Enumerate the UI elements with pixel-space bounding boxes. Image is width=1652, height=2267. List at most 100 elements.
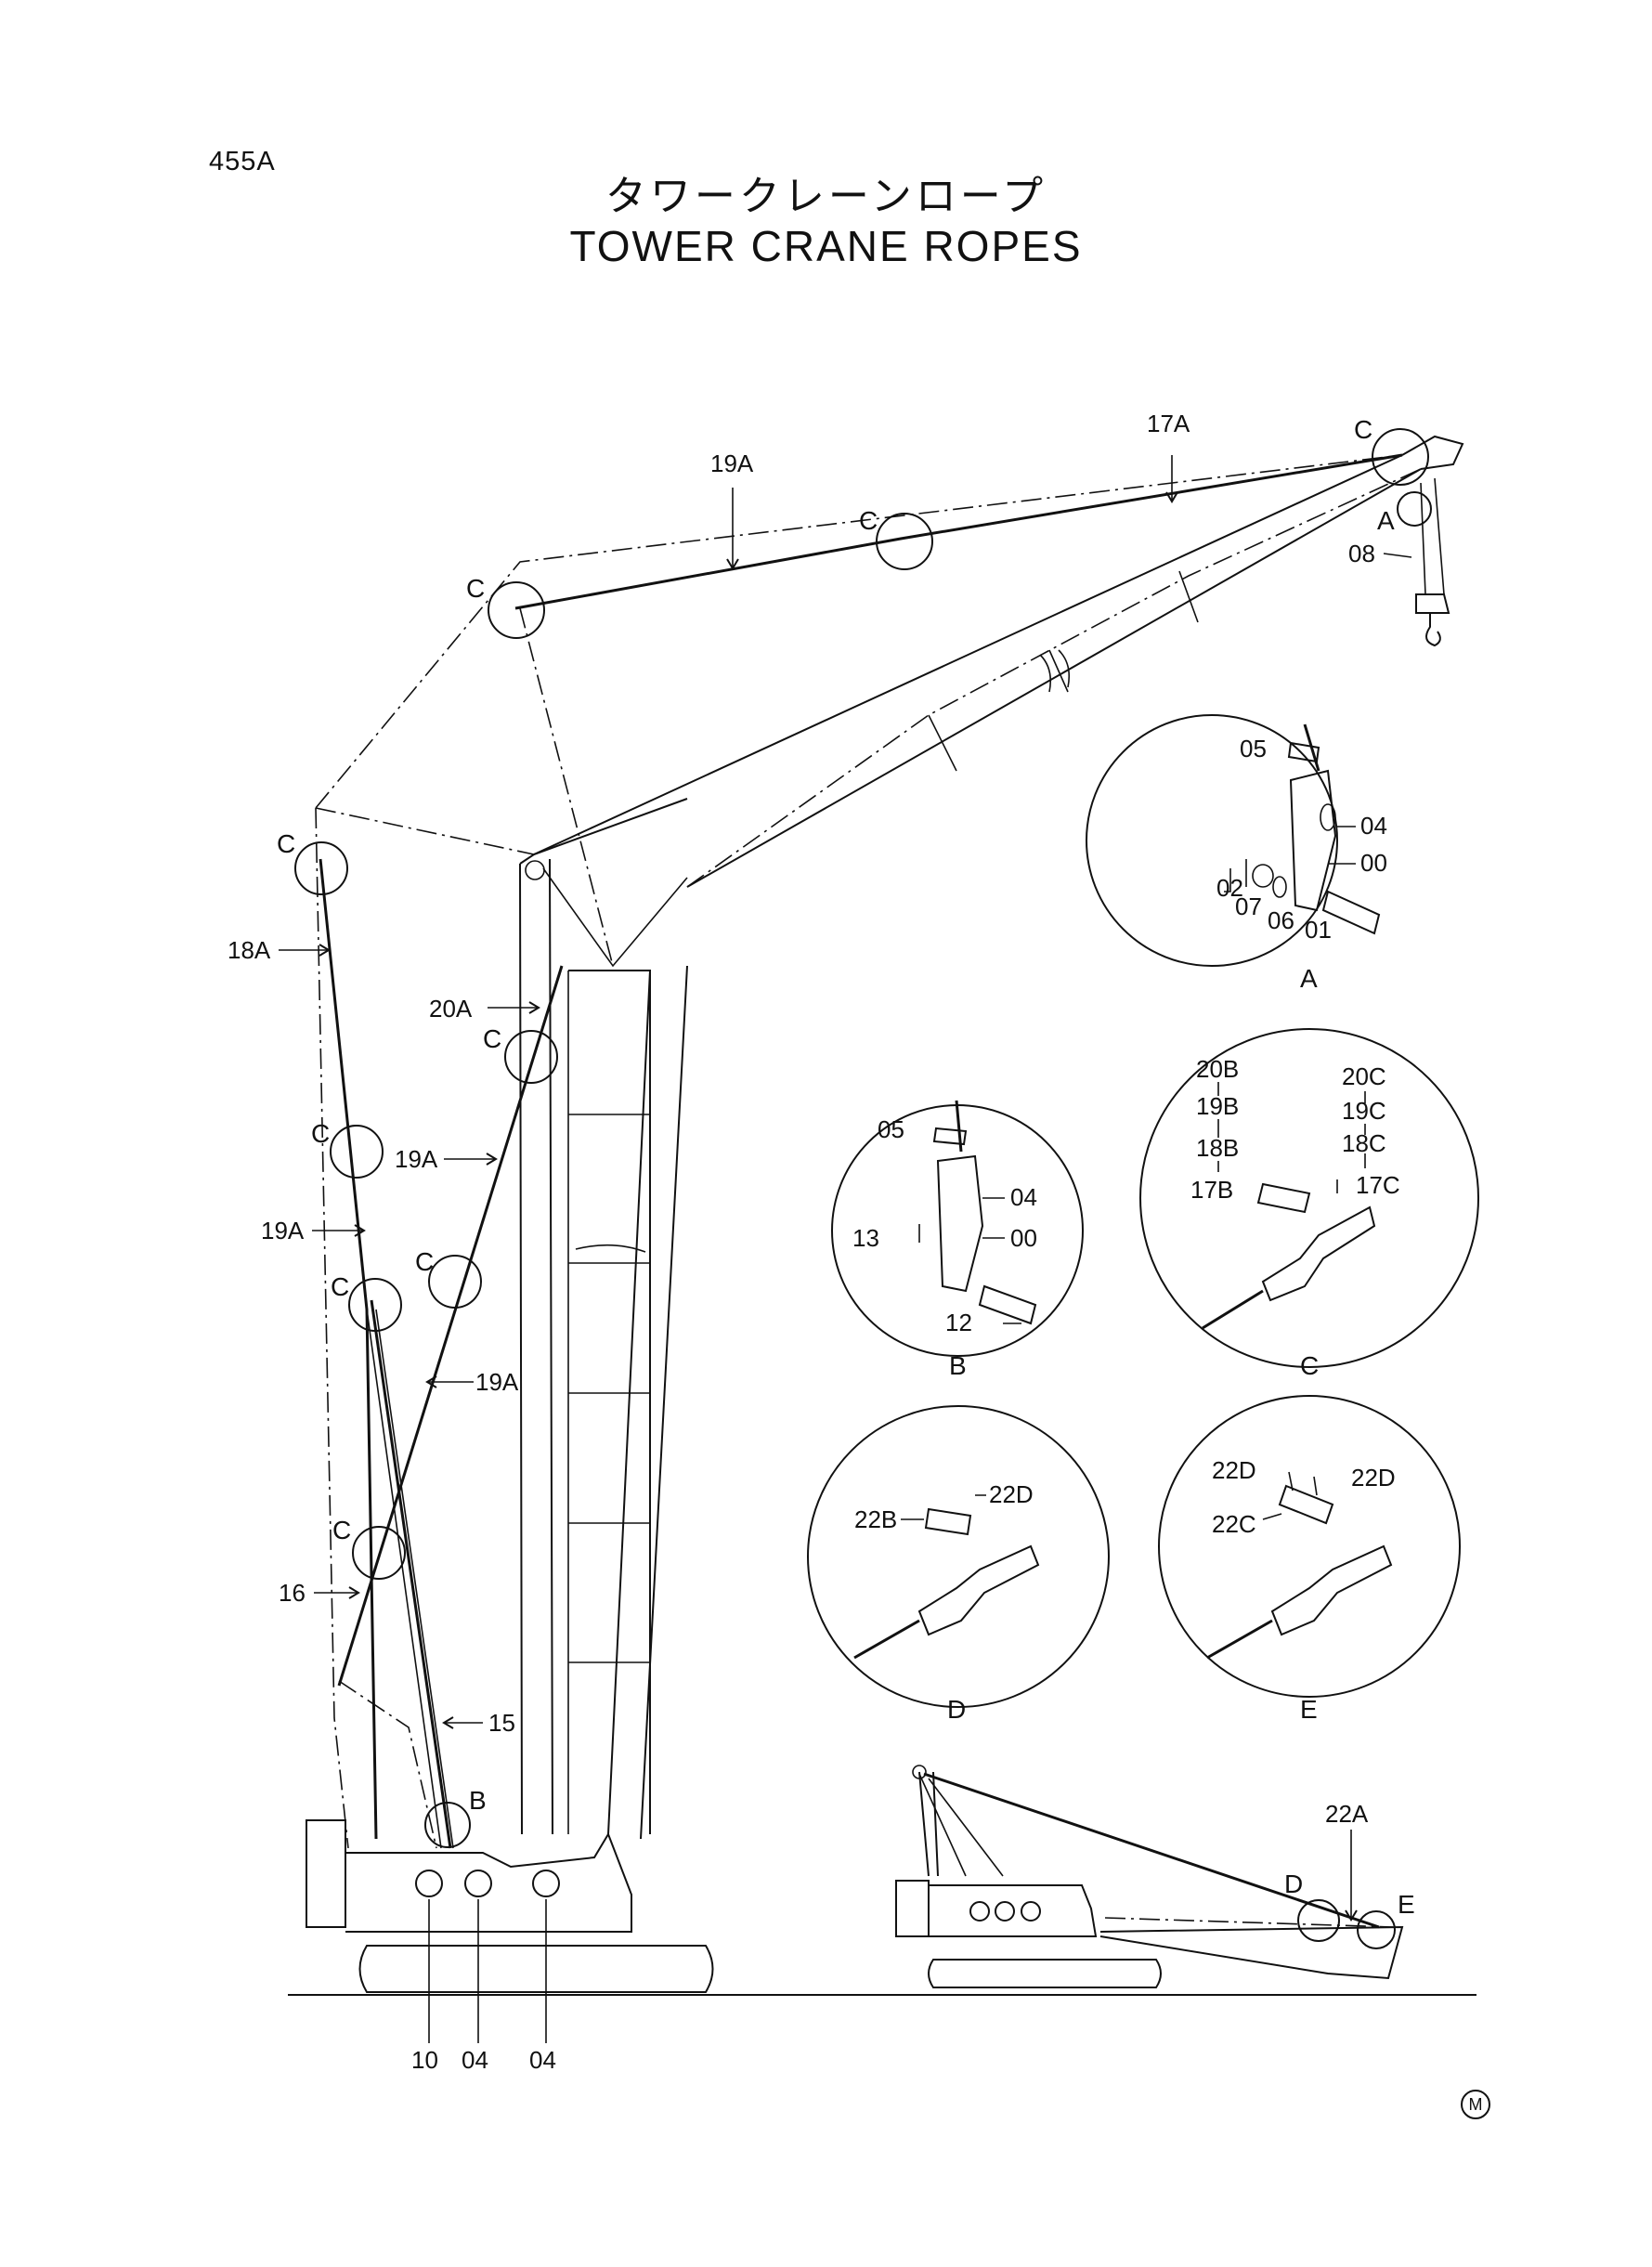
rope-18A-19A xyxy=(319,858,378,1840)
detail-b: 05 04 13 00 12 B xyxy=(831,1100,1084,1380)
detail-b-clip xyxy=(932,1127,968,1146)
crawler-track xyxy=(358,1945,714,1993)
callout-c-left1 xyxy=(330,1125,384,1179)
detail-b-pin xyxy=(978,1284,1037,1325)
assembly-callout-e xyxy=(1357,1910,1396,1949)
detail-e-22C: 22C xyxy=(1212,1510,1256,1538)
pendant-pair xyxy=(366,1309,454,1849)
detail-b-00: 00 xyxy=(1010,1224,1037,1252)
assembly-track xyxy=(928,1959,1162,1988)
callout-c-20A xyxy=(504,1030,558,1084)
detail-d-socket xyxy=(917,1544,1040,1636)
callout-a xyxy=(1397,491,1432,527)
detail-c: 20B 19B 18B 17B 20C 19C 18C 17C C xyxy=(1139,1028,1479,1380)
assembly-jib xyxy=(1099,1925,1404,1980)
detail-b-socket xyxy=(936,1154,984,1293)
strut xyxy=(519,607,614,967)
detail-a-04: 04 xyxy=(1360,812,1387,840)
main-crane xyxy=(306,435,1464,2043)
upper-body xyxy=(345,1831,632,1933)
assembly-rope xyxy=(923,1772,1380,1929)
detail-a-06: 06 xyxy=(1268,906,1294,934)
assembly-strut xyxy=(918,1773,1004,1877)
detail-b-13: 13 xyxy=(852,1224,879,1252)
label-a-top: A xyxy=(1377,506,1395,535)
hook xyxy=(1425,613,1441,647)
label-19A-c: 19A xyxy=(475,1368,519,1396)
tower-top-brace xyxy=(542,867,688,968)
callout-c-mast-top xyxy=(488,581,545,639)
callout-b xyxy=(424,1802,471,1848)
tower-top-pivot xyxy=(525,860,545,880)
rope-15 xyxy=(370,1299,452,1849)
callout-c-right xyxy=(428,1255,482,1309)
label-20A: 20A xyxy=(429,995,473,1023)
label-c-7: C xyxy=(415,1247,434,1276)
detail-e-22D-b: 22D xyxy=(1351,1464,1396,1492)
detail-b-12: 12 xyxy=(945,1309,972,1336)
callout-c-jib-tip xyxy=(1372,428,1429,486)
detail-c-rope xyxy=(1202,1289,1264,1330)
detail-c-19C: 19C xyxy=(1342,1097,1386,1125)
assembly-mast xyxy=(918,1771,939,1877)
detail-b-04: 04 xyxy=(1010,1183,1037,1211)
mast-guy-upper xyxy=(315,454,1403,809)
tower-left-chord xyxy=(519,858,553,1835)
jib-joints xyxy=(928,570,1199,772)
assembly-counterweight xyxy=(895,1880,930,1937)
detail-c-circle xyxy=(1139,1028,1479,1368)
detail-d-pin xyxy=(924,1507,972,1536)
jib-lacing xyxy=(686,468,1422,888)
label-drum-04a: 04 xyxy=(462,2046,488,2074)
rope-19A-top xyxy=(514,453,1403,610)
detail-e-22D-a: 22D xyxy=(1212,1456,1256,1484)
label-22A: 22A xyxy=(1325,1800,1369,1828)
label-15: 15 xyxy=(488,1709,515,1737)
label-d: D xyxy=(1284,1870,1303,1898)
label-c-3: C xyxy=(466,574,485,603)
mast-foot xyxy=(338,1680,437,1849)
title-english: TOWER CRANE ROPES xyxy=(569,222,1083,270)
label-b: B xyxy=(469,1786,487,1815)
detail-c-20C: 20C xyxy=(1342,1062,1386,1090)
detail-a-caption: A xyxy=(1300,964,1318,993)
label-e: E xyxy=(1398,1890,1415,1919)
label-c-2: C xyxy=(859,506,878,535)
detail-a-socket xyxy=(1289,769,1337,912)
hook-block xyxy=(1415,593,1450,614)
detail-c-socket xyxy=(1261,1205,1376,1302)
detail-a-clip xyxy=(1287,741,1320,763)
label-c-5: C xyxy=(483,1024,501,1053)
detail-a-01: 01 xyxy=(1305,916,1332,944)
detail-d: 22B 22D D xyxy=(807,1405,1110,1724)
detail-e: 22D 22D 22C E xyxy=(1158,1395,1461,1724)
label-c-6: C xyxy=(311,1119,330,1148)
detail-e-caption: E xyxy=(1300,1695,1318,1724)
tower-joints xyxy=(568,1114,650,1663)
leader-arrows xyxy=(279,455,1412,1729)
detail-a: 05 04 00 02 07 06 01 A xyxy=(1086,714,1387,993)
detail-a-02: 02 xyxy=(1216,874,1243,902)
label-17A: 17A xyxy=(1147,410,1190,437)
callout-c-left2 xyxy=(348,1278,402,1332)
tower-section xyxy=(568,970,651,1834)
label-drum-10: 10 xyxy=(411,2046,438,2074)
registered-mark: M xyxy=(1461,2090,1490,2119)
detail-e-circle xyxy=(1158,1395,1461,1698)
detail-a-pin xyxy=(1321,890,1381,935)
detail-a-nut xyxy=(1252,864,1274,888)
drum-04b xyxy=(532,1870,560,1897)
label-19A-top: 19A xyxy=(710,449,754,477)
detail-e-pin xyxy=(1278,1484,1334,1525)
detail-c-caption: C xyxy=(1300,1351,1319,1380)
jib-upper-chord xyxy=(533,454,1403,855)
detail-a-05: 05 xyxy=(1240,735,1267,762)
assembly-callout-d xyxy=(1297,1899,1340,1942)
jib-lower-chord xyxy=(686,468,1422,888)
assembly-view: 22A D E xyxy=(895,1765,1415,1988)
page-id: 455A xyxy=(209,147,276,176)
label-c-9: C xyxy=(332,1516,351,1544)
detail-d-22B: 22B xyxy=(854,1505,897,1533)
drum-10 xyxy=(415,1870,443,1897)
